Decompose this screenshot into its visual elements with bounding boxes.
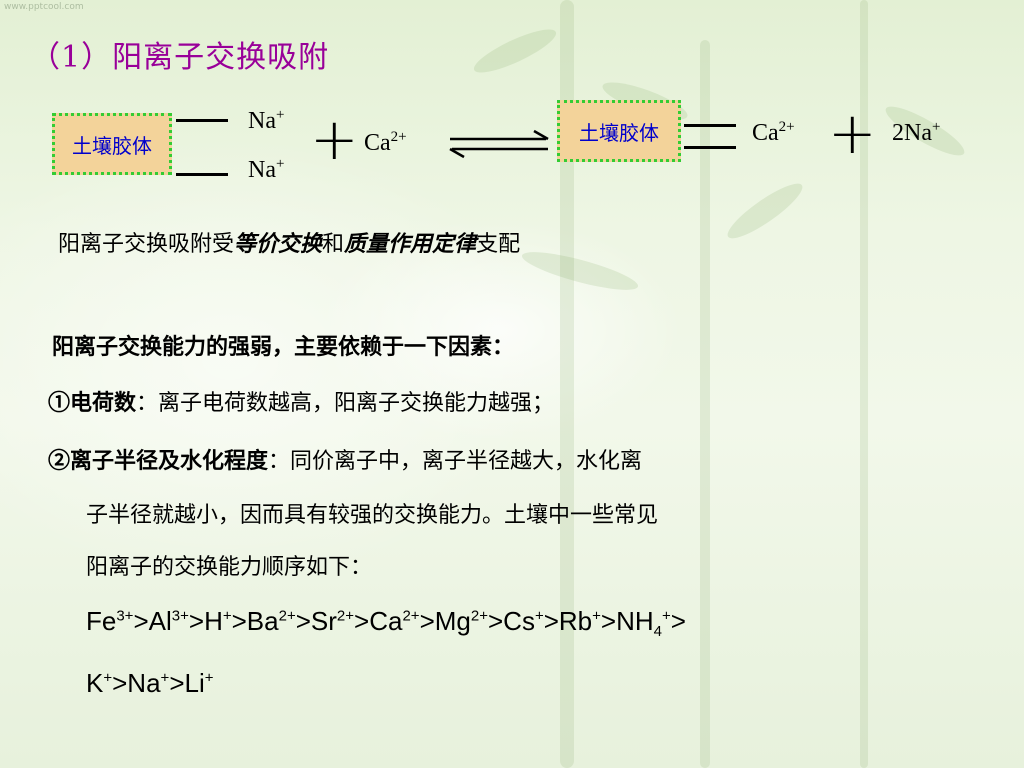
slide-title: （1）阳离子交换吸附	[30, 40, 330, 75]
factor-radius-text-1: ：同价离子中，离子半径越大，水化离	[268, 449, 643, 474]
ion-li: Li+	[184, 668, 214, 698]
greater-than-sign: >	[112, 668, 128, 698]
ion-h: H+	[204, 606, 232, 636]
ion-cs: Cs+	[503, 606, 544, 636]
soil-colloid-box-left: 土壤胶体	[52, 113, 172, 175]
governed-prefix: 阳离子交换吸附受	[58, 232, 235, 257]
factor-radius: ②离子半径及水化程度：同价离子中，离子半径越大，水化离 子半径就越小，因而具有较…	[48, 446, 988, 605]
governed-mid: 和	[322, 232, 345, 257]
greater-than-sign: >	[169, 668, 185, 698]
greater-than-sign: >	[133, 606, 149, 636]
exchange-order-sequence-line2: K+>Na+>Li+	[86, 668, 214, 699]
ion-ca-product: Ca2+	[752, 119, 795, 147]
bond-line-bottom-right	[684, 146, 736, 149]
greater-than-sign: >	[295, 606, 311, 636]
governed-suffix: 支配	[476, 232, 521, 257]
factor-charge-text: ：离子电荷数越高，阳离子交换能力越强；	[136, 391, 555, 416]
ion-na-bottom: Na+	[248, 156, 285, 184]
plus-sign-2: +	[828, 99, 877, 167]
ion-2na-released: 2Na+	[892, 119, 941, 147]
ion-k: K+	[86, 668, 113, 698]
bond-line-top-left	[176, 119, 228, 122]
factor-charge: ①电荷数：离子电荷数越高，阳离子交换能力越强；	[48, 388, 554, 419]
soil-colloid-box-right: 土壤胶体	[557, 100, 681, 162]
ion-fe: Fe3+	[86, 606, 134, 636]
ion-ba: Ba2+	[246, 606, 296, 636]
colloid-label-right: 土壤胶体	[579, 120, 659, 145]
ion-nh4: NH4+	[616, 606, 671, 641]
term-mass-action-law: 质量作用定律	[344, 231, 477, 257]
ion-na-top: Na+	[248, 107, 285, 135]
greater-than-sign: >	[231, 606, 247, 636]
factor-radius-text-3: 阳离子的交换能力顺序如下：	[86, 555, 373, 580]
bond-line-top-right	[684, 124, 736, 127]
ion-sr: Sr2+	[310, 606, 355, 636]
ion-al: Al3+	[148, 606, 189, 636]
ion-mg: Mg2+	[434, 606, 488, 636]
greater-than-sign: >	[419, 606, 435, 636]
colloid-label-left: 土壤胶体	[72, 133, 152, 158]
ion-ca-reactant: Ca2+	[364, 129, 407, 157]
bond-line-bottom-left	[176, 173, 228, 176]
greater-than-sign: >	[543, 606, 559, 636]
factor-radius-text-2: 子半径就越小，因而具有较强的交换能力。土壤中一些常见	[86, 503, 659, 528]
plus-sign-1: +	[310, 105, 359, 173]
ion-rb: Rb+	[558, 606, 601, 636]
ion-ca: Ca2+	[369, 606, 420, 636]
factor-radius-label: ②离子半径及水化程度	[48, 448, 269, 474]
greater-than-sign: >	[354, 606, 370, 636]
greater-than-sign: >	[188, 606, 205, 636]
governing-laws-line: 阳离子交换吸附受等价交换和质量作用定律支配	[58, 226, 520, 258]
ion-na: Na+	[127, 668, 170, 698]
exchange-order-sequence-line1: Fe3+>Al3+>H+>Ba2+>Sr2+>Ca2+>Mg2+>Cs+>Rb+…	[86, 606, 686, 641]
greater-than-sign: >	[487, 606, 504, 636]
equilibrium-arrow-icon	[449, 129, 549, 159]
greater-than-sign: >	[600, 606, 617, 636]
factor-charge-label: ①电荷数	[48, 390, 137, 416]
watermark-text: www.pptcool.com	[4, 2, 84, 12]
factors-heading: 阳离子交换能力的强弱，主要依赖于一下因素：	[52, 334, 515, 360]
greater-than-sign: >	[670, 606, 686, 636]
term-equivalent-exchange: 等价交换	[234, 231, 323, 257]
